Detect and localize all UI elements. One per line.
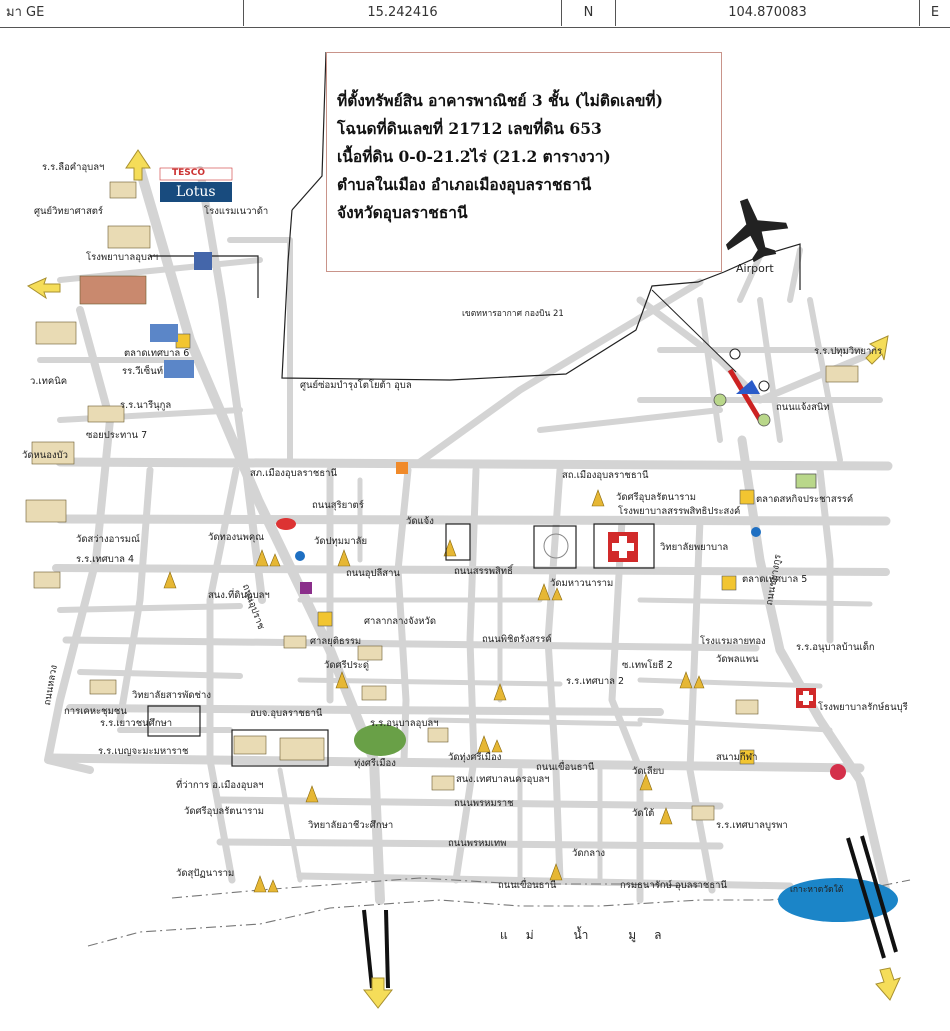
- label-bus: การเคหะชุมชน: [64, 706, 127, 717]
- info-line-4: ตำบลในเมือง อำเภอเมืองอุบลราชธานี: [337, 175, 592, 194]
- label-college-art: วิทยาลัยสารพัดช่าง: [132, 690, 211, 701]
- label-school-narinuk: ร.ร.นารีนุกูล: [120, 400, 172, 411]
- label-hotel-south: กรมธนารักษ์ อุบลราชธานี: [620, 880, 727, 891]
- label-wat-supattanaram: วัดสุปัฏนาราม: [176, 868, 235, 879]
- label-school-pathumthep: ร.ร.ปทุมวิทยากร: [814, 346, 883, 357]
- misc-markers: [150, 252, 846, 780]
- label-land-office: สนง.ที่ดินอุบลฯ: [208, 590, 270, 601]
- label-wat-ban-kao: ร.ร.เยาวชนศึกษา: [100, 718, 173, 729]
- latitude-value: 15.242416: [244, 0, 562, 26]
- tesco-text: TESCO: [172, 168, 206, 178]
- compound-circle: [543, 533, 569, 559]
- label-nursing-college: วิทยาลัยพยาบาล: [660, 542, 729, 553]
- tesco-lotus-logo: [159, 167, 233, 202]
- label-road-khuenthani: ถนนเขื่อนธานี: [536, 762, 595, 773]
- temple-icons: [163, 489, 705, 893]
- label-airforce: เขตทหารอากาศ กองบิน 21: [462, 309, 564, 319]
- label-road-phichit: ถนนพิชิตรังสรรค์: [482, 634, 552, 645]
- hospital-cross-icon: [608, 532, 638, 562]
- airbase-boundary: [150, 51, 801, 381]
- label-wat-nong-bua: วัดหนองบัว: [22, 450, 68, 461]
- label-market-6: ตลาดเทศบาล 6: [124, 348, 190, 359]
- label-school-tessaban4: ร.ร.เทศบาล 4: [76, 554, 135, 565]
- header-left-label: มา GE: [0, 0, 244, 26]
- label-wat-phonwisai: วัดพลแพน: [716, 654, 759, 665]
- label-road-phromrat: ถนนพรหมราช: [454, 798, 514, 809]
- label-science-center: ศูนย์วิทยาศาสตร์: [34, 206, 104, 217]
- compound-boxes: [147, 523, 655, 767]
- city-map: [25, 51, 911, 1009]
- label-market-prachasan: ตลาดสหกิจประชาสรรค์: [756, 494, 854, 505]
- label-tung-sri-muang: ทุ่งศรีเมือง: [354, 758, 396, 769]
- bridge-east: [846, 835, 898, 959]
- label-city-hall: สถ.เมืองอุบลราชธานี: [562, 470, 649, 481]
- label-wat-sriubon-south: วัดศรีอุบลรัตนาราม: [184, 806, 264, 817]
- label-road-surin: ถนนสุริยาตร์: [312, 500, 364, 511]
- lotus-text: Lotus: [176, 184, 216, 200]
- label-school-ubon-dara: ร.ร.เบญจะมะมหาราช: [98, 746, 189, 757]
- direction-arrows: [26, 149, 901, 1009]
- label-wat-mahawanaram: วัดมหาวนาราม: [550, 578, 614, 589]
- longitude-value: 104.870083: [616, 0, 920, 26]
- river-label: แม่ น้ำ มูล: [500, 928, 680, 942]
- label-wat-tai: วัดใต้: [632, 808, 655, 819]
- building-icons: [25, 181, 859, 821]
- label-hotel-laithong: โรงแรมลายทอง: [700, 636, 766, 647]
- coordinate-bar: มา GE 15.242416 N 104.870083 E: [0, 0, 950, 28]
- label-wat-liap: วัดเลียบ: [632, 766, 665, 777]
- airplane-icon: [725, 198, 789, 263]
- label-road-thepyothi: ซ.เทพโยธี 2: [622, 660, 673, 671]
- latitude-direction: N: [562, 0, 616, 26]
- label-wat-thongnopphakhun: วัดทองนพคุณ: [208, 532, 265, 543]
- info-line-2: โฉนดที่ดินเลขที่ 21712 เลขที่ดิน 653: [337, 119, 602, 138]
- label-ko-hat: เกาะหาดวัดใต้: [790, 885, 844, 895]
- label-wat-thung-sri-muang: วัดทุ่งศรีเมือง: [448, 752, 502, 763]
- label-municipal-office: สนง.เทศบาลนครอุบลฯ: [456, 774, 550, 785]
- label-muang-ubon: อบจ.อุบลราชธานี: [250, 708, 323, 719]
- label-kindergarten: ร.ร.อนุบาลบ้านเด็ก: [796, 642, 875, 653]
- label-hospital-west: โรงพยาบาลอุบลฯ: [86, 252, 159, 263]
- property-info-box: ที่ตั้งทรัพย์สิน อาคารพาณิชย์ 3 ชั้น (ไม…: [326, 52, 722, 272]
- label-district-office: ที่ว่าการ อ.เมืองอุบลฯ: [176, 780, 264, 791]
- road-network: [37, 157, 893, 905]
- label-market-5: ตลาดเทศบาล 5: [742, 574, 808, 585]
- label-hospital-sappasit: โรงพยาบาลสรรพสิทธิประสงค์: [618, 506, 741, 517]
- label-anuban: ร.ร.อนุบาลอุบลฯ: [370, 718, 439, 729]
- label-wat-sripradu: วัดศรีประดู่: [324, 660, 370, 671]
- label-road-khuenthani-s: ถนนเขื่อนธานี: [498, 880, 557, 891]
- tung-sri-muang-park: [354, 724, 406, 756]
- label-college-ubon: วิทยาลัยอาชีวะศึกษา: [308, 820, 394, 831]
- airport-label: Airport: [736, 262, 774, 275]
- label-wat-jaeng: วัดแจ้ง: [406, 516, 434, 527]
- label-school-top-left: ร.ร.ลือคำอุบลฯ: [42, 162, 105, 173]
- label-school-vincent: รร.วีเซ็นท์: [122, 366, 164, 377]
- label-road-sappasit: ถนนสรรพสิทธิ์: [454, 566, 513, 577]
- label-road-uppalisan: ถนนอุปลีสาน: [346, 568, 400, 579]
- info-line-3: เนื้อที่ดิน 0-0-21.2ไร่ (21.2 ตารางวา): [337, 147, 611, 166]
- label-car-service: ศูนย์ซ่อมบำรุงโตโยต้า อุบล: [300, 380, 412, 391]
- hospital-cross-east-icon: [796, 688, 816, 708]
- label-road-chayangkun: ถนนแจ้งสนิท: [776, 402, 830, 413]
- subject-site-marker: [651, 289, 817, 489]
- longitude-direction: E: [930, 5, 940, 20]
- label-provincial-office: ศาลากลางจังหวัด: [364, 616, 437, 627]
- info-line-5: จังหวัดอุบลราชธานี: [337, 203, 468, 222]
- label-wat-sri-ubon: วัดศรีอุบลรัตนาราม: [616, 492, 696, 503]
- label-soi-prathan7: ซอยประทาน 7: [86, 430, 148, 441]
- info-line-1: ที่ตั้งทรัพย์สิน อาคารพาณิชย์ 3 ชั้น (ไม…: [337, 91, 663, 110]
- bridge-west: [362, 909, 390, 989]
- label-wat-sawang: วัดสว่างอารมณ์: [76, 534, 140, 545]
- label-wat-klang: วัดกลาง: [572, 848, 606, 859]
- label-wat-pathummalai: วัดปทุมมาลัย: [314, 536, 368, 547]
- label-police-station: สภ.เมืองอุบลราชธานี: [250, 468, 338, 479]
- label-watsai-school: ร.ร.เทศบาล 2: [566, 676, 625, 687]
- label-school-tessaban-burapha: ร.ร.เทศบาลบูรพา: [716, 820, 788, 831]
- label-court: ศาลยุติธรรม: [310, 636, 362, 647]
- label-hospital-east: โรงพยาบาลรักษ์ธนบุรี: [818, 702, 908, 713]
- label-hotel-north: โรงแรมเนวาด้า: [204, 206, 269, 217]
- label-police: ว.เทคนิค: [30, 376, 68, 387]
- label-arena: สนามกีฬา: [716, 752, 758, 763]
- label-road-phromthep: ถนนพรหมเทพ: [448, 838, 507, 849]
